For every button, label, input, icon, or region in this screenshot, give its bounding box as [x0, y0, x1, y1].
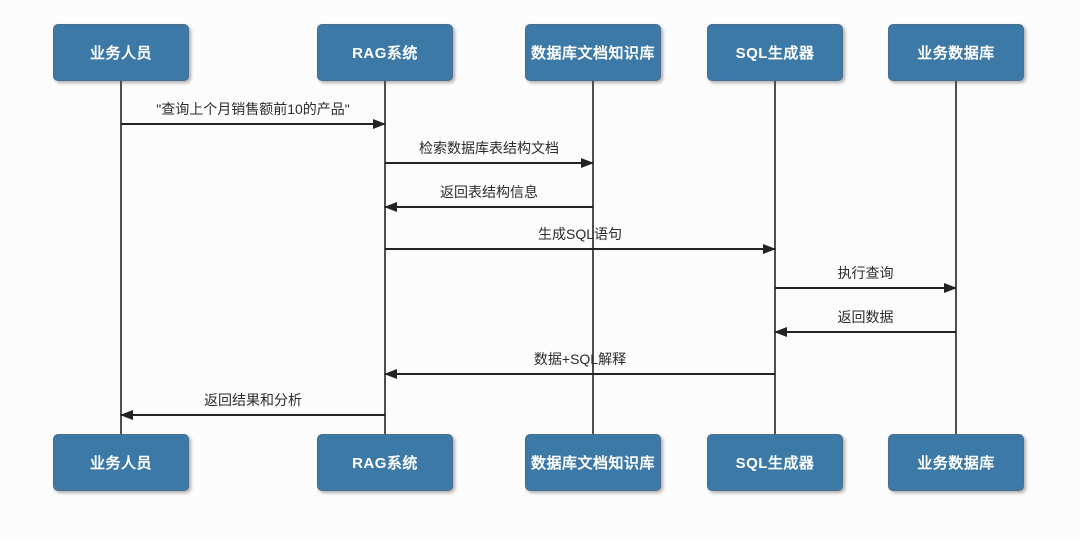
message-8: 返回结果和分析 — [120, 390, 385, 420]
message-line — [385, 206, 593, 208]
lifeline-business-database — [955, 81, 957, 434]
message-label: 生成SQL语句 — [537, 226, 622, 242]
lifeline-db-doc-knowledge-base — [592, 81, 594, 434]
message-line — [385, 373, 775, 375]
lifeline-rag-system — [384, 81, 386, 434]
actor-box-top-business-database: 业务数据库 — [888, 24, 1024, 81]
arrow-left-icon — [384, 369, 397, 379]
message-line — [121, 414, 385, 416]
message-label: 返回表结构信息 — [440, 184, 538, 200]
lifeline-sql-generator — [774, 81, 776, 434]
message-3: 返回表结构信息 — [384, 182, 593, 212]
message-6: 返回数据 — [774, 307, 956, 337]
actor-box-top-sql-generator: SQL生成器 — [707, 24, 843, 81]
message-2: 检索数据库表结构文档 — [385, 138, 594, 168]
actor-box-bottom-business-user: 业务人员 — [53, 434, 189, 491]
message-label: "查询上个月销售额前10的产品" — [156, 101, 350, 117]
actor-box-bottom-db-doc-knowledge-base: 数据库文档知识库 — [525, 434, 661, 491]
message-label: 返回数据 — [837, 309, 894, 325]
message-label: 返回结果和分析 — [204, 392, 302, 408]
message-line — [775, 331, 956, 333]
message-line — [385, 162, 593, 164]
message-4: 生成SQL语句 — [385, 224, 776, 254]
actor-box-bottom-sql-generator: SQL生成器 — [707, 434, 843, 491]
arrow-right-icon — [581, 158, 594, 168]
arrow-left-icon — [384, 202, 397, 212]
actor-box-top-rag-system: RAG系统 — [317, 24, 453, 81]
message-line — [121, 123, 385, 125]
arrow-left-icon — [120, 410, 133, 420]
message-5: 执行查询 — [775, 263, 957, 293]
arrow-right-icon — [944, 283, 957, 293]
actor-box-bottom-business-database: 业务数据库 — [888, 434, 1024, 491]
message-label: 数据+SQL解释 — [533, 351, 627, 367]
message-line — [385, 248, 775, 250]
arrow-right-icon — [763, 244, 776, 254]
actor-box-bottom-rag-system: RAG系统 — [317, 434, 453, 491]
message-line — [775, 287, 956, 289]
arrow-right-icon — [373, 119, 386, 129]
message-1: "查询上个月销售额前10的产品" — [121, 99, 386, 129]
arrow-left-icon — [774, 327, 787, 337]
message-label: 执行查询 — [837, 265, 894, 281]
lifeline-business-user — [120, 81, 122, 434]
message-label: 检索数据库表结构文档 — [419, 140, 559, 156]
actor-box-top-db-doc-knowledge-base: 数据库文档知识库 — [525, 24, 661, 81]
actor-box-top-business-user: 业务人员 — [53, 24, 189, 81]
message-7: 数据+SQL解释 — [384, 349, 775, 379]
